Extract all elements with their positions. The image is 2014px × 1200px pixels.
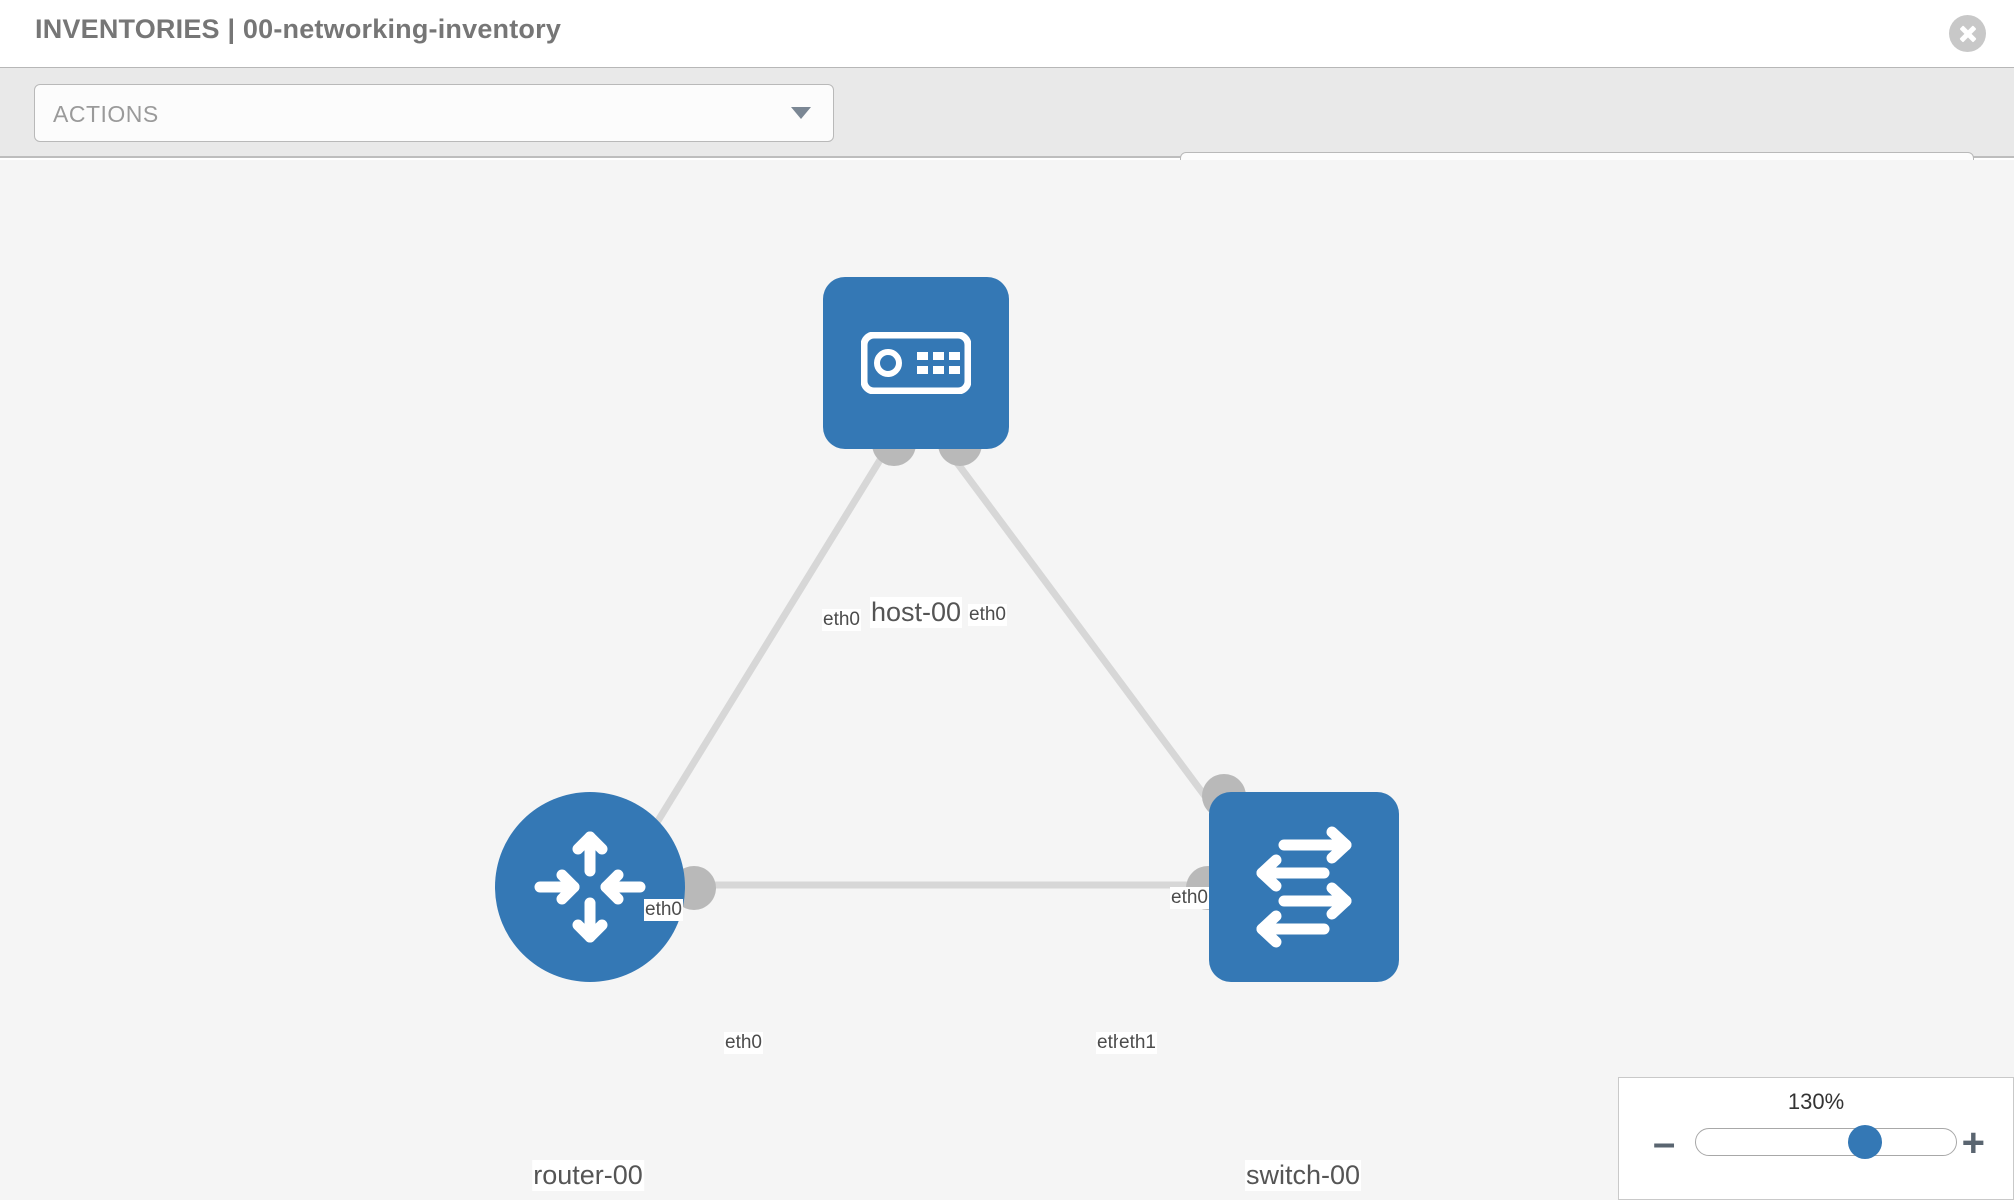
node-switch-00[interactable]: [1209, 792, 1399, 982]
topology-canvas[interactable]: host-00 router-0: [0, 160, 2014, 1200]
actions-dropdown-label: ACTIONS: [53, 101, 159, 127]
node-host-00[interactable]: [823, 277, 1009, 449]
server-device-icon: [861, 332, 971, 394]
edge-label-switch-left-eth1: eth1: [1118, 1032, 1157, 1054]
node-router-00[interactable]: [495, 792, 685, 982]
page-title: INVENTORIES | 00-networking-inventory: [35, 14, 562, 44]
edge-label-router-up: eth0: [644, 899, 683, 921]
edge-host-router: [637, 458, 883, 852]
edge-label-switch-up: eth0: [1170, 887, 1209, 909]
switch-arrows-bidirectional-icon: [1256, 826, 1352, 948]
edge-label-host-left: eth0: [822, 609, 861, 631]
zoom-out-button[interactable]: –: [1653, 1121, 1676, 1165]
close-icon[interactable]: [1949, 15, 1986, 52]
zoom-slider-thumb[interactable]: [1848, 1125, 1882, 1159]
zoom-control-panel: 130% – +: [1618, 1077, 2014, 1200]
toolbar: ACTIONS SEARCH: [0, 68, 2014, 210]
node-label-host-00: host-00: [869, 597, 963, 628]
zoom-level-label: 130%: [1787, 1089, 1845, 1114]
node-label-router-00: router-00: [532, 1160, 644, 1191]
actions-dropdown[interactable]: ACTIONS: [34, 84, 834, 142]
zoom-in-button[interactable]: +: [1961, 1121, 1985, 1165]
chevron-down-icon: [791, 107, 811, 119]
page-header: INVENTORIES | 00-networking-inventory: [0, 0, 2014, 68]
edge-host-switch: [952, 457, 1248, 853]
edge-label-host-right: eth0: [968, 604, 1007, 626]
zoom-slider[interactable]: [1695, 1125, 1957, 1159]
router-arrows-converge-icon: [534, 831, 646, 943]
node-label-switch-00: switch-00: [1244, 1160, 1362, 1191]
topology-edges: [637, 457, 1248, 889]
edge-label-router-right: eth0: [724, 1032, 763, 1054]
